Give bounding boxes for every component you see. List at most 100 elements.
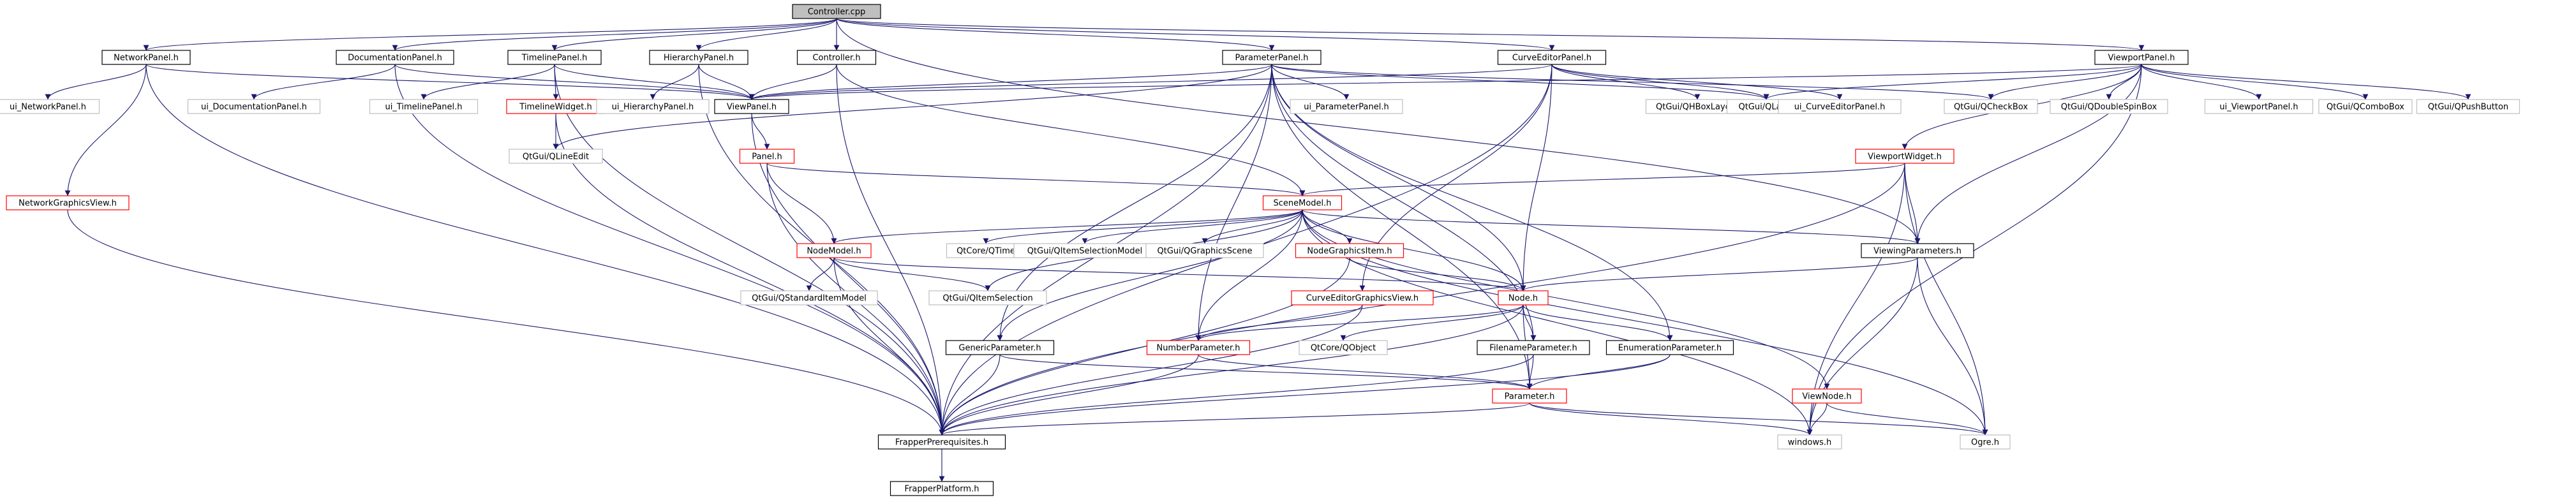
node-qcombobox[interactable]: QtGui/QComboBox bbox=[2318, 99, 2413, 114]
node-label: SceneModel.h bbox=[1273, 199, 1331, 209]
node-node-graphics-item[interactable]: NodeGraphicsItem.h bbox=[1295, 243, 1404, 258]
node-qstandard-item-model[interactable]: QtGui/QStandardItemModel bbox=[740, 290, 878, 305]
node-view-panel[interactable]: ViewPanel.h bbox=[714, 99, 789, 114]
node-ui-timeline-panel[interactable]: ui_TimelinePanel.h bbox=[369, 99, 479, 114]
node-frapper-platform[interactable]: FrapperPlatform.h bbox=[890, 481, 994, 496]
node-qitem-selection[interactable]: QtGui/QItemSelection bbox=[928, 290, 1047, 305]
node-viewport-panel[interactable]: ViewportPanel.h bbox=[2094, 50, 2189, 65]
node-box bbox=[1777, 434, 1842, 450]
edge-timeline_panel-to-ui_timeline_panel bbox=[421, 64, 555, 100]
node-scene-model[interactable]: SceneModel.h bbox=[1262, 195, 1343, 210]
node-label: ViewNode.h bbox=[1802, 392, 1851, 402]
node-node-h[interactable]: Node.h bbox=[1498, 290, 1549, 305]
node-label: ui_HierarchyPanel.h bbox=[612, 103, 694, 112]
edge-viewport_panel-to-qpushbutton bbox=[2141, 64, 2471, 100]
node-box bbox=[1960, 434, 2011, 450]
edge-generic_parameter-to-frapper_prerequisites bbox=[939, 354, 1001, 436]
node-documentation-panel[interactable]: DocumentationPanel.h bbox=[336, 50, 454, 65]
node-ui-hierarchy-panel[interactable]: ui_HierarchyPanel.h bbox=[596, 99, 710, 114]
node-box bbox=[187, 99, 321, 114]
edge-node_graphics_item-to-node_h bbox=[1349, 257, 1526, 291]
edge-viewport_widget-to-viewing_parameters bbox=[1904, 163, 1921, 244]
node-qgraphics-scene[interactable]: QtGui/QGraphicsScene bbox=[1145, 243, 1264, 258]
edge-network_panel-to-frapper_prerequisites bbox=[145, 64, 945, 436]
edge-network_graphics_view-to-frapper_prerequisites bbox=[67, 209, 945, 436]
edge-scene_model-to-node_graphics_item bbox=[1302, 209, 1353, 244]
node-box bbox=[1855, 149, 1954, 164]
node-qcheckbox[interactable]: QtGui/QCheckBox bbox=[1944, 99, 2038, 114]
node-ui-network-panel[interactable]: ui_NetworkPanel.h bbox=[0, 99, 100, 114]
node-qtime[interactable]: QtCore/QTime bbox=[946, 243, 1026, 258]
node-timeline-widget[interactable]: TimelineWidget.h bbox=[506, 99, 606, 114]
node-label: QtGui/QDoubleSpinBox bbox=[2061, 103, 2157, 112]
node-curve-editor-graphics-view[interactable]: CurveEditorGraphicsView.h bbox=[1291, 290, 1434, 305]
node-ui-viewport-panel[interactable]: ui_ViewportPanel.h bbox=[2204, 99, 2314, 114]
edge-viewport_panel-to-qlabel bbox=[1763, 64, 2142, 100]
node-box bbox=[928, 290, 1047, 305]
node-ui-curve-editor-panel[interactable]: ui_CurveEditorPanel.h bbox=[1778, 99, 1902, 114]
node-label: HierarchyPanel.h bbox=[664, 54, 734, 63]
node-label: TimelineWidget.h bbox=[519, 103, 592, 112]
node-label: QtCore/QObject bbox=[1311, 344, 1376, 353]
node-viewing-parameters[interactable]: ViewingParameters.h bbox=[1861, 243, 1974, 258]
node-timeline-panel[interactable]: TimelinePanel.h bbox=[507, 50, 602, 65]
node-windows-h[interactable]: windows.h bbox=[1777, 434, 1842, 450]
node-number-parameter[interactable]: NumberParameter.h bbox=[1146, 340, 1251, 355]
node-controller-cpp[interactable]: Controller.cpp bbox=[792, 4, 881, 19]
node-parameter-h[interactable]: Parameter.h bbox=[1492, 388, 1567, 404]
node-box bbox=[1497, 50, 1607, 65]
node-qhboxlayout[interactable]: QtGui/QHBoxLayout bbox=[1645, 99, 1750, 114]
node-view-node[interactable]: ViewNode.h bbox=[1792, 388, 1862, 404]
node-filename-parameter[interactable]: FilenameParameter.h bbox=[1477, 340, 1590, 355]
node-label: QtGui/QGraphicsScene bbox=[1158, 247, 1253, 256]
node-enumeration-parameter[interactable]: EnumerationParameter.h bbox=[1605, 340, 1734, 355]
node-network-graphics-view[interactable]: NetworkGraphicsView.h bbox=[6, 195, 130, 210]
node-ui-documentation-panel[interactable]: ui_DocumentationPanel.h bbox=[187, 99, 321, 114]
edge-curve_editor_panel-to-ui_curve_editor_panel bbox=[1551, 64, 1843, 100]
node-viewport-widget[interactable]: ViewportWidget.h bbox=[1855, 149, 1954, 164]
edge-controller_cpp-to-parameter_panel bbox=[836, 18, 1275, 51]
edge-enumeration_parameter-to-parameter_h bbox=[1526, 354, 1671, 390]
edge-curve_editor_panel-to-node_h bbox=[1520, 64, 1552, 291]
edge-controller_cpp-to-hierarchy_panel bbox=[696, 18, 837, 51]
edge-controller_h-to-view_panel bbox=[748, 64, 837, 100]
node-curve-editor-panel[interactable]: CurveEditorPanel.h bbox=[1497, 50, 1607, 65]
node-label: NodeGraphicsItem.h bbox=[1307, 247, 1392, 256]
node-label: QtGui/QLineEdit bbox=[523, 152, 589, 162]
node-hierarchy-panel[interactable]: HierarchyPanel.h bbox=[649, 50, 748, 65]
node-box bbox=[1477, 340, 1590, 355]
edge-controller_cpp-to-viewing_parameters bbox=[836, 18, 1921, 244]
edge-node_h-to-qobject bbox=[1340, 304, 1524, 341]
edge-curve_editor_panel-to-qlabel bbox=[1551, 64, 1769, 100]
edge-enumeration_parameter-to-frapper_prerequisites bbox=[939, 354, 1671, 436]
edge-parameter_panel-to-number_parameter bbox=[1195, 64, 1272, 341]
edge-viewport_widget-to-ogre_h bbox=[1904, 163, 1988, 436]
node-panel-h[interactable]: Panel.h bbox=[739, 149, 795, 164]
node-qitem-selection-model[interactable]: QtGui/QItemSelectionModel bbox=[1013, 243, 1156, 258]
node-parameter-panel[interactable]: ParameterPanel.h bbox=[1222, 50, 1322, 65]
edge-parameter_h-to-ogre_h bbox=[1529, 402, 1988, 436]
node-box bbox=[1146, 340, 1251, 355]
node-frapper-prerequisites[interactable]: FrapperPrerequisites.h bbox=[877, 434, 1006, 450]
edge-scene_model-to-qitem_selection_model bbox=[1082, 209, 1303, 244]
edge-parameter_panel-to-qlabel bbox=[1271, 64, 1769, 100]
edge-hierarchy_panel-to-ui_hierarchy_panel bbox=[650, 64, 699, 100]
node-label: NetworkPanel.h bbox=[114, 54, 179, 63]
node-node-model[interactable]: NodeModel.h bbox=[796, 243, 872, 258]
node-qobject[interactable]: QtCore/QObject bbox=[1299, 340, 1388, 355]
node-qlineedit[interactable]: QtGui/QLineEdit bbox=[509, 149, 603, 164]
edge-parameter_panel-to-parameter_h bbox=[1271, 64, 1533, 390]
node-ui-parameter-panel[interactable]: ui_ParameterPanel.h bbox=[1290, 99, 1403, 114]
node-network-panel[interactable]: NetworkPanel.h bbox=[101, 50, 191, 65]
node-qpushbutton[interactable]: QtGui/QPushButton bbox=[2416, 99, 2520, 114]
node-qdoublespinbox[interactable]: QtGui/QDoubleSpinBox bbox=[2050, 99, 2168, 114]
edge-view_node-to-windows_h bbox=[1806, 402, 1828, 436]
node-controller-h[interactable]: Controller.h bbox=[796, 50, 877, 65]
edge-filename_parameter-to-parameter_h bbox=[1526, 354, 1534, 390]
node-box bbox=[1290, 99, 1403, 114]
edge-number_parameter-to-frapper_prerequisites bbox=[939, 354, 1199, 436]
node-ogre-h[interactable]: Ogre.h bbox=[1960, 434, 2011, 450]
node-box bbox=[6, 195, 130, 210]
node-generic-parameter[interactable]: GenericParameter.h bbox=[945, 340, 1055, 355]
